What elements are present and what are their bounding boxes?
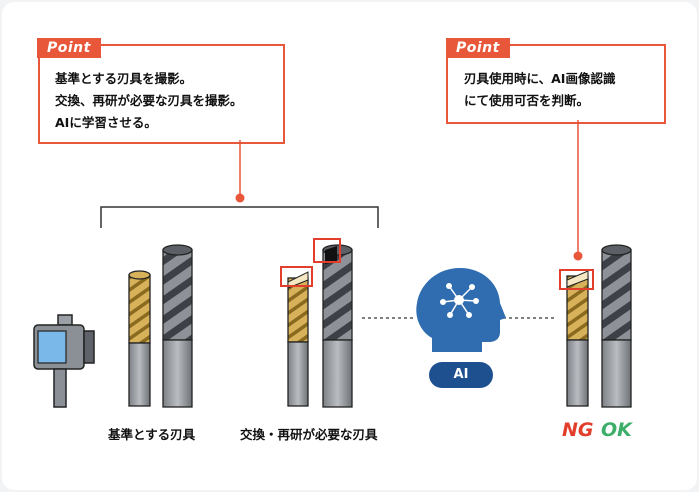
bracket-connector xyxy=(100,140,379,228)
ai-badge: AI xyxy=(429,362,493,388)
point-line: AIに学習させる。 xyxy=(55,115,157,130)
point-text: 基準とする刃具を撮影。 交換、再研が必要な刃具を撮影。 AIに学習させる。 xyxy=(55,68,243,134)
point-text: 刃具使用時に、AI画像認識 にて使用可否を判断。 xyxy=(464,68,615,112)
ok-label: OK xyxy=(601,419,632,441)
reference-tool-gold xyxy=(128,270,151,407)
ng-tool-gold xyxy=(559,269,594,407)
replace-tool-label: 交換・再研が必要な刃具 xyxy=(240,427,378,442)
worn-tool-grey xyxy=(313,238,353,408)
point-tag: Point xyxy=(446,38,510,58)
point-line: にて使用可否を判断。 xyxy=(464,93,590,108)
pointer-line-inference xyxy=(573,120,583,261)
reference-tool-grey xyxy=(162,244,193,408)
point-box-learning xyxy=(38,44,285,144)
point-tag: Point xyxy=(37,38,101,58)
ok-tool-grey xyxy=(601,244,632,408)
ai-head-icon xyxy=(416,268,506,352)
camera-icon xyxy=(33,314,95,408)
worn-tool-gold xyxy=(280,266,313,407)
reference-tool-label: 基準とする刃具 xyxy=(108,427,196,442)
ng-label: NG xyxy=(562,419,594,441)
point-line: 交換、再研が必要な刃具を撮影。 xyxy=(55,93,243,108)
point-line: 刃具使用時に、AI画像認識 xyxy=(464,71,616,86)
point-line: 基準とする刃具を撮影。 xyxy=(55,71,193,86)
